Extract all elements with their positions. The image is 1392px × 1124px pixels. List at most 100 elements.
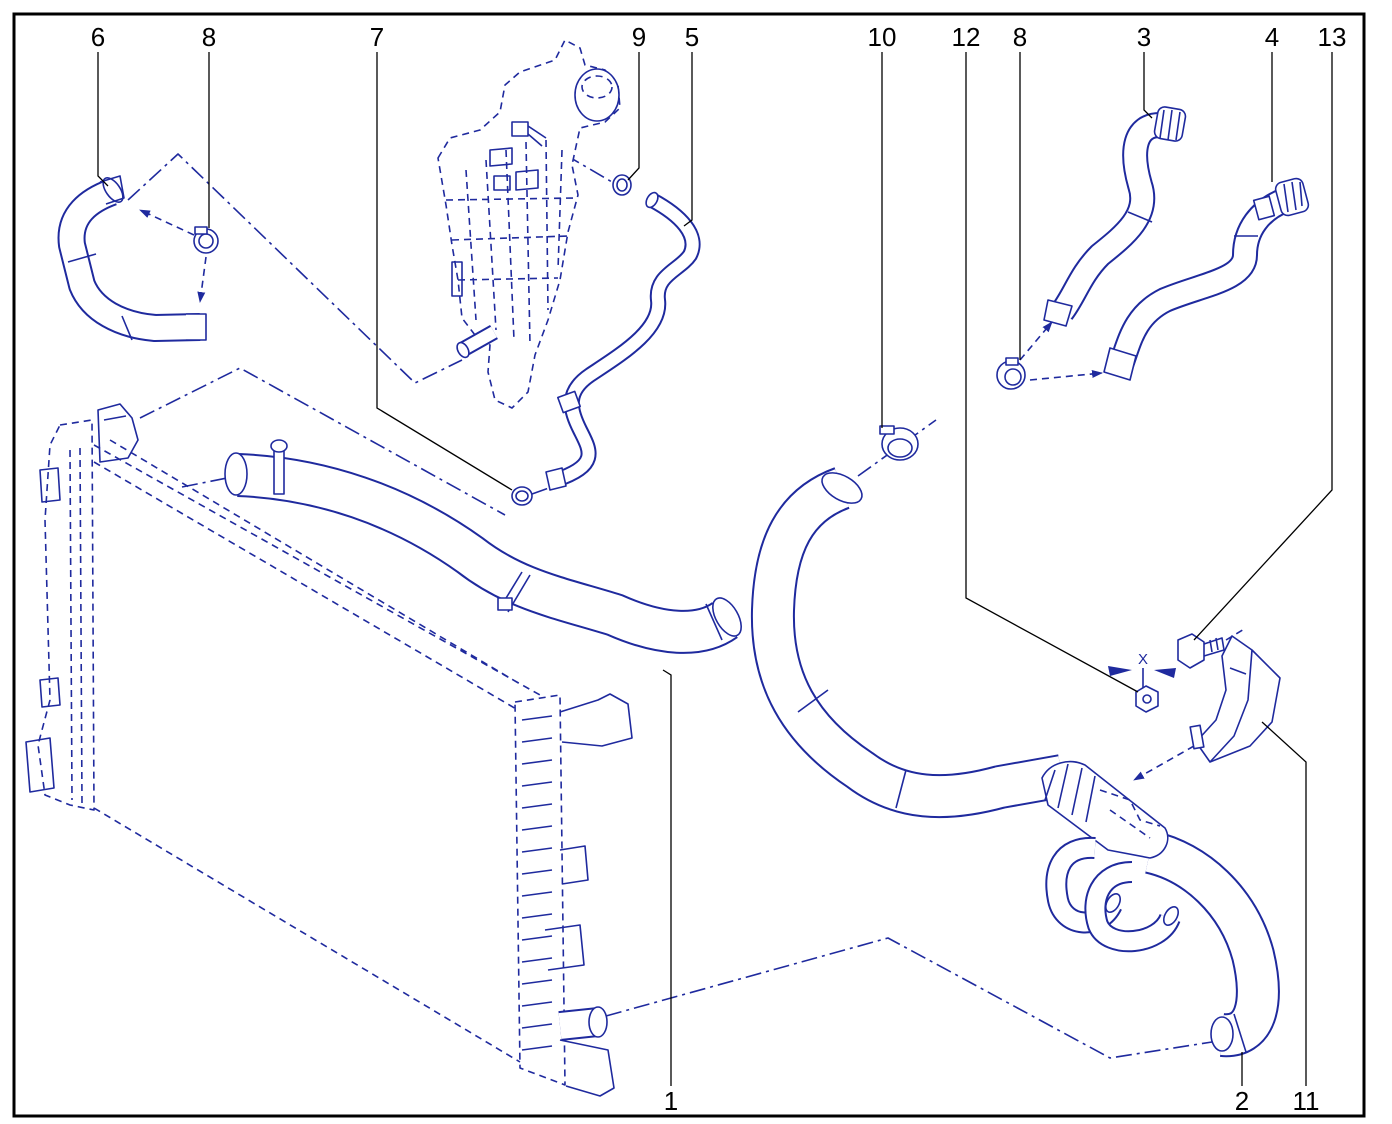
callout-8-right: 8 [1013,22,1027,52]
hose-2-end-top [821,472,863,504]
hose-1-clamp-head-mid [497,597,513,611]
hose-3-fill [1053,114,1162,319]
clamp-ring-inner [1004,368,1022,386]
expansion-tank-cap [574,68,620,122]
hose-clamp-8-right [996,357,1026,390]
radiator-bottom-edge [93,807,521,1063]
callout-1: 1 [664,1086,678,1116]
expansion-tank-outlet-lower-end [456,341,470,359]
callout-9: 9 [632,22,646,52]
radiator-right-brackets [544,845,615,1097]
leader-line-12 [965,52,1139,693]
hose-3-band [1127,211,1153,223]
expansion-tank-body [437,39,621,409]
callout-8-left: 8 [202,22,216,52]
torque-mark-x: X [1138,651,1148,668]
assembly-arrow-clamp-8-hose-4 [1029,369,1103,381]
hose-2-bands [797,689,907,809]
callout-10: 10 [868,22,897,52]
leader-lines [97,52,1333,1086]
leader-line-7 [376,52,513,491]
leader-line-6 [97,52,109,187]
expansion-tank-ribs [445,139,575,346]
hose-1-clamp-band-left [273,449,285,495]
nut-12 [1135,685,1159,713]
assembly-line-radiator-outlet [605,937,1213,1059]
expansion-tank-cap-top [581,75,613,99]
callout-4: 4 [1265,22,1279,52]
hose-5-outline [553,192,701,488]
assembly-line-hose-1 [181,476,233,488]
radiator-left-tank-core [69,447,83,806]
radiator-top-edge [93,439,541,711]
callout-7: 7 [370,22,384,52]
leader-line-5 [683,52,693,227]
tightening-torque-mark: X [1108,651,1176,688]
leader-line-1 [662,669,672,1086]
assembly-arrow-clamp-8-hose-3 [1019,321,1053,361]
leader-line-9 [627,52,640,181]
leader-line-13 [1193,52,1333,641]
clamp-tab [1005,357,1019,366]
clamp-tab [879,425,895,435]
torque-arrow-right [1154,668,1176,678]
hose-2-upper-fill [752,469,1066,817]
torque-arrow-left [1108,666,1132,676]
hose-1 [224,439,742,654]
hose-3 [1043,106,1187,327]
callout-13: 13 [1318,22,1347,52]
bracket-stud [1189,724,1205,750]
hose-6-bands [67,175,133,341]
hose-6-end-top [102,177,124,203]
bypass-pipe-b-fill [1086,863,1179,951]
bracket-fold [1209,649,1253,763]
hose-1-end-left [224,452,248,496]
assembly-line-clamp-7 [531,483,561,495]
hose-4 [1103,177,1310,381]
radiator-right-bracket-top [559,693,633,747]
callout-12: 12 [952,22,981,52]
callout-2: 2 [1235,1086,1249,1116]
hose-2-lower-fill [1144,832,1278,1056]
hose-6-end-bottom [186,313,207,341]
hose-5-end-top [645,191,659,209]
assembly-line-radiator-top [139,367,506,516]
callout-3: 3 [1137,22,1151,52]
expansion-tank-outlet-top [511,121,529,137]
hose-4-end [1103,347,1137,381]
hose-4-connector-ridges [1283,181,1303,213]
radiator [25,403,633,1097]
hose-4-sensor [1252,195,1276,221]
radiator-right-tank [514,694,566,1086]
bracket-11 [1189,635,1281,763]
hose-clamp-9 [612,174,632,196]
thermostat-housing [1041,761,1169,859]
radiator-outlet-pipe-end [588,1006,608,1038]
thermostat-housing-details [1099,789,1161,839]
expansion-tank-outlet-top-pipe [527,125,547,147]
hose-1-fill [237,455,737,652]
hose-clamp-7 [511,486,533,506]
hose-1-end-right [712,597,742,637]
expansion-tank [437,39,621,409]
nut-hole [1142,694,1152,704]
assembly-line-clamp-10 [857,419,937,477]
bypass-pipe-a-end [1104,893,1122,913]
clamp-ring [511,486,533,506]
callout-6: 6 [91,22,105,52]
clamp-ring-inner [515,490,529,502]
hose-clamp-10 [879,425,919,461]
hose-5-end-bottom [545,467,567,491]
leader-line-11 [1261,721,1307,1086]
bolt-axis [1225,627,1247,641]
hose-5 [545,191,701,491]
assembly-line-hose-6 [127,153,463,384]
thermostat-housing-ribs [1044,763,1096,823]
assembly-arrow-clamp-8-top [139,209,195,236]
hose-2-end-bottom-band [1233,1013,1247,1053]
assembly-arrow-clamp-8-bottom [197,256,207,303]
hose-2-end-bottom [1210,1016,1234,1052]
hose-6 [57,175,207,342]
hose-1-clamp-head-left [270,439,288,453]
